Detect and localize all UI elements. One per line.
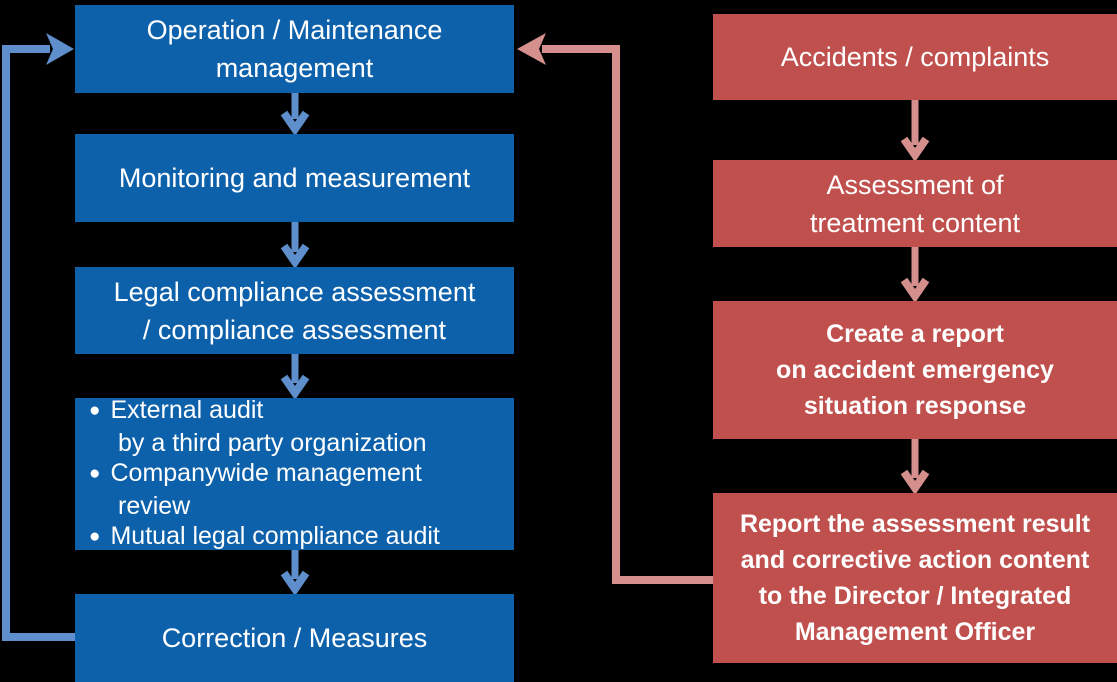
bullet-icon: ● bbox=[89, 462, 101, 484]
process-feedback-line bbox=[2, 33, 75, 641]
box-text-line: situation response bbox=[803, 392, 1027, 420]
box-text-line: treatment content bbox=[809, 207, 1021, 238]
box-text-line: Accidents / complaints bbox=[780, 42, 1050, 72]
bullet-item: ● Companywide management bbox=[89, 458, 422, 491]
arrow-left-icon bbox=[517, 33, 546, 65]
box-text-line: Management Officer bbox=[794, 618, 1036, 646]
process-box-legal-compliance: Legal compliance assessment / compliance… bbox=[75, 267, 514, 354]
box-text-line: management bbox=[215, 53, 374, 83]
box-text-line: by a third party organization bbox=[118, 428, 427, 457]
incident-box-assessment-treatment: Assessment of treatment content bbox=[713, 160, 1117, 247]
bullet-icon: ● bbox=[89, 399, 101, 421]
process-box-operation-maintenance: Operation / Maintenance management bbox=[75, 5, 514, 93]
process-box-correction: Correction / Measures bbox=[75, 594, 514, 682]
box-text-line: External audit bbox=[110, 395, 264, 424]
incident-box-report-result: Report the assessment result and correct… bbox=[713, 493, 1117, 663]
bullet-icon: ● bbox=[89, 525, 101, 547]
process-box-audit-review: ● External audit by a third party organi… bbox=[75, 395, 514, 550]
incident-box-accidents-complaints: Accidents / complaints bbox=[713, 14, 1117, 100]
box-text-line: Mutual legal compliance audit bbox=[110, 521, 440, 550]
box-text-line: on accident emergency bbox=[776, 356, 1054, 384]
box-text-line: Operation / Maintenance bbox=[146, 15, 443, 45]
box-text-line: Create a report bbox=[826, 320, 1004, 348]
box-text-line: and corrective action content bbox=[740, 546, 1090, 574]
box-text-line: Assessment of bbox=[826, 169, 1004, 200]
process-box-monitoring: Monitoring and measurement bbox=[75, 134, 514, 222]
bullet-item: ● Mutual legal compliance audit bbox=[89, 521, 440, 554]
box-text-line: review bbox=[118, 491, 191, 520]
box-text-line: Monitoring and measurement bbox=[118, 163, 471, 193]
box-text-line: / compliance assessment bbox=[142, 314, 447, 345]
box-text-line: Legal compliance assessment bbox=[113, 276, 476, 307]
box-text-line: to the Director / Integrated bbox=[758, 582, 1072, 610]
box-text-line: Correction / Measures bbox=[161, 623, 428, 653]
box-text-line: Companywide management bbox=[110, 458, 422, 487]
incident-box-create-report: Create a report on accident emergency si… bbox=[713, 301, 1117, 439]
incident-feedback-line bbox=[517, 33, 713, 584]
bullet-item: ● External audit bbox=[89, 395, 263, 428]
box-text-line: Report the assessment result bbox=[739, 510, 1091, 538]
arrow-right-icon bbox=[46, 33, 74, 65]
